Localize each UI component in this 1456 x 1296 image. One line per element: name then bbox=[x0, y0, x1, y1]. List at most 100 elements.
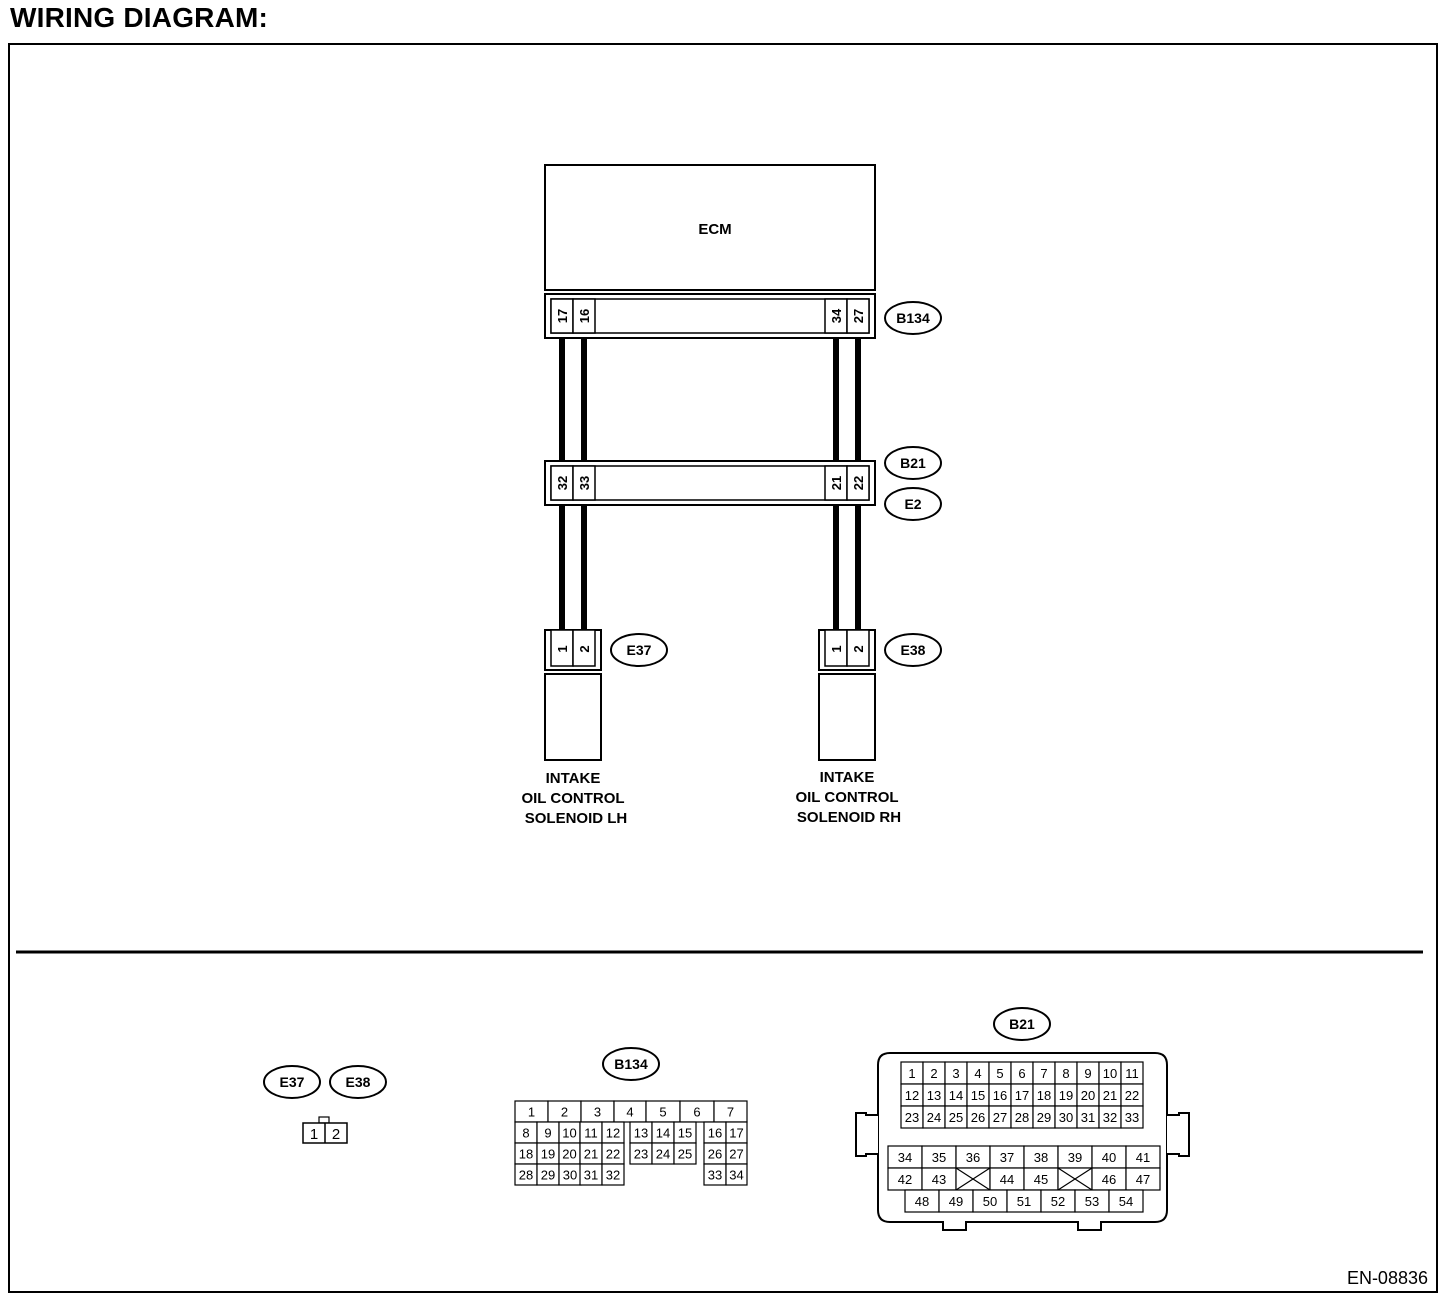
b21-pin-52: 52 bbox=[1051, 1194, 1065, 1209]
svg-text:E37: E37 bbox=[627, 642, 652, 658]
svg-text:1: 1 bbox=[310, 1126, 318, 1143]
b21-pin-37: 37 bbox=[1000, 1150, 1014, 1165]
ecm-label: ECM bbox=[698, 221, 731, 238]
svg-text:E37: E37 bbox=[280, 1074, 305, 1090]
b21-pin-22: 22 bbox=[1125, 1088, 1139, 1103]
b134-pin-4: 4 bbox=[626, 1105, 633, 1120]
b21-pin-blank-blank-mark bbox=[1057, 1167, 1093, 1191]
b21-pin-36: 36 bbox=[966, 1150, 980, 1165]
b134-pin-32-cell bbox=[601, 1163, 625, 1186]
b21-pin-33-cell bbox=[1120, 1105, 1144, 1129]
b21-pin-15: 15 bbox=[971, 1088, 985, 1103]
b134-pin-34: 34 bbox=[729, 1168, 743, 1183]
b21-pin-19: 19 bbox=[1059, 1088, 1073, 1103]
svg-text:B21: B21 bbox=[900, 455, 926, 471]
b134-pin-10: 10 bbox=[562, 1126, 576, 1141]
b21-pin-53: 53 bbox=[1085, 1194, 1099, 1209]
b21-pin-25: 25 bbox=[949, 1110, 963, 1125]
b21-pin-40: 40 bbox=[1102, 1150, 1116, 1165]
b21-pin-16: 16 bbox=[993, 1088, 1007, 1103]
e38-pin-2: 2 bbox=[851, 645, 866, 652]
b134-pin-28: 28 bbox=[519, 1168, 533, 1183]
b21-pin-54-cell bbox=[1108, 1189, 1144, 1213]
solenoid-rh-label-2: OIL CONTROL bbox=[795, 789, 898, 806]
b21-pin-21: 21 bbox=[1103, 1088, 1117, 1103]
b21-pin-50: 50 bbox=[983, 1194, 997, 1209]
b21-pin-39: 39 bbox=[1068, 1150, 1082, 1165]
b21-pin-23: 23 bbox=[905, 1110, 919, 1125]
b134-pin-19: 19 bbox=[541, 1147, 555, 1162]
b21-pin-20: 20 bbox=[1081, 1088, 1095, 1103]
svg-text:B134: B134 bbox=[614, 1056, 648, 1072]
b134-pin-2: 2 bbox=[561, 1105, 568, 1120]
junction-pin-21: 21 bbox=[829, 476, 844, 490]
b134-pin-7: 7 bbox=[727, 1105, 734, 1120]
svg-text:E38: E38 bbox=[346, 1074, 371, 1090]
ecm-pin-27: 27 bbox=[851, 309, 866, 323]
svg-text:E38: E38 bbox=[901, 642, 926, 658]
diagram-frame bbox=[8, 43, 1438, 1293]
b21-pin-51: 51 bbox=[1017, 1194, 1031, 1209]
b21-pin-27: 27 bbox=[993, 1110, 1007, 1125]
b21-pin-32: 32 bbox=[1103, 1110, 1117, 1125]
b134-pin-26: 26 bbox=[708, 1147, 722, 1162]
b21-pin-38: 38 bbox=[1034, 1150, 1048, 1165]
connector-tag-e2: E2 bbox=[884, 487, 942, 521]
b21-pin-42: 42 bbox=[898, 1172, 912, 1187]
b21-pin-41: 41 bbox=[1136, 1150, 1150, 1165]
b21-pin-29: 29 bbox=[1037, 1110, 1051, 1125]
b134-pin-14: 14 bbox=[656, 1126, 670, 1141]
ecm-connector-strip: 17 16 34 27 bbox=[544, 293, 876, 339]
connector-tag-e38: E38 bbox=[884, 633, 942, 667]
junction-pin-32: 32 bbox=[555, 476, 570, 490]
b134-pin-25: 25 bbox=[678, 1147, 692, 1162]
b134-pin-13: 13 bbox=[634, 1126, 648, 1141]
b21-pin-44: 44 bbox=[1000, 1172, 1014, 1187]
b134-pin-25-cell bbox=[673, 1142, 697, 1165]
b134-pin-9: 9 bbox=[544, 1126, 551, 1141]
b21-pin-blank-blank-mark bbox=[955, 1167, 991, 1191]
b21-pin-17: 17 bbox=[1015, 1088, 1029, 1103]
b21-pin-4: 4 bbox=[974, 1066, 981, 1081]
b21-pin-35: 35 bbox=[932, 1150, 946, 1165]
b134-pin-6: 6 bbox=[693, 1105, 700, 1120]
e38-pin-1: 1 bbox=[829, 645, 844, 652]
b134-pin-11: 11 bbox=[584, 1126, 598, 1141]
b21-pin-48: 48 bbox=[915, 1194, 929, 1209]
b21-pin-10: 10 bbox=[1103, 1066, 1117, 1081]
ecm-pin-34: 34 bbox=[829, 308, 844, 323]
b21-pin-6: 6 bbox=[1018, 1066, 1025, 1081]
b21-pin-5: 5 bbox=[996, 1066, 1003, 1081]
b21-pin-12: 12 bbox=[905, 1088, 919, 1103]
b134-pin-8: 8 bbox=[522, 1126, 529, 1141]
b134-pin-18: 18 bbox=[519, 1147, 533, 1162]
junction-pin-22: 22 bbox=[851, 476, 866, 490]
b21-pin-7: 7 bbox=[1040, 1066, 1047, 1081]
b134-pin-23: 23 bbox=[634, 1147, 648, 1162]
page-title: WIRING DIAGRAM: bbox=[10, 2, 269, 33]
b21-pin-45: 45 bbox=[1034, 1172, 1048, 1187]
solenoid-rh-label-1: INTAKE bbox=[820, 769, 875, 786]
b21-pin-2: 2 bbox=[930, 1066, 937, 1081]
connector-tag-e37: E37 bbox=[610, 633, 668, 667]
b21-pin-9: 9 bbox=[1084, 1066, 1091, 1081]
b134-pin-1: 1 bbox=[528, 1105, 535, 1120]
b21-pin-43: 43 bbox=[932, 1172, 946, 1187]
b134-pin-34-cell bbox=[725, 1163, 748, 1186]
ecm-pin-16: 16 bbox=[577, 309, 592, 323]
b21-pin-1: 1 bbox=[908, 1066, 915, 1081]
b21-pin-31: 31 bbox=[1081, 1110, 1095, 1125]
svg-text:B21: B21 bbox=[1009, 1016, 1035, 1032]
b21-pin-28: 28 bbox=[1015, 1110, 1029, 1125]
solenoid-rh: 1 2 INTAKE OIL CONTROL SOLENOID RH bbox=[795, 629, 901, 826]
b21-pin-34: 34 bbox=[898, 1150, 912, 1165]
solenoid-lh-label-2: OIL CONTROL bbox=[521, 790, 624, 807]
b21-pin-54: 54 bbox=[1119, 1194, 1133, 1209]
b21-pin-49: 49 bbox=[949, 1194, 963, 1209]
b134-pin-33: 33 bbox=[708, 1168, 722, 1183]
figure-code: EN-08836 bbox=[1347, 1268, 1428, 1288]
